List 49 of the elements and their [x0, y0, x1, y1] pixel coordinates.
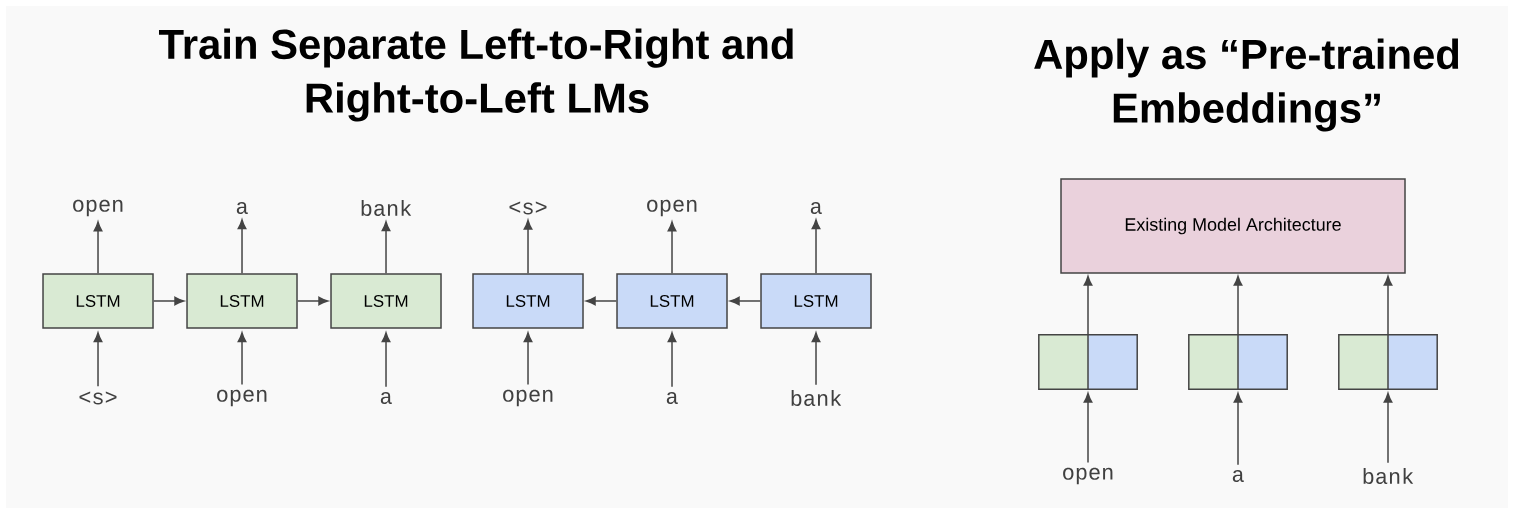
- word-label: a: [666, 392, 678, 404]
- embedding-box: [1188, 334, 1288, 390]
- heading: Train Separate Left-to-Right and Right-to-Left LMs: [159, 28, 793, 122]
- arrow: [1233, 275, 1243, 336]
- lstm-box: LSTM: [760, 273, 872, 329]
- lstm-box: LSTM: [42, 273, 154, 329]
- arrow: [381, 221, 391, 274]
- word-label: bank: [361, 199, 412, 217]
- arrow: [667, 221, 677, 274]
- model-box: Existing Model Architecture: [1060, 178, 1406, 274]
- arrow: [1383, 275, 1393, 336]
- embedding-box: [1338, 334, 1438, 390]
- arrow: [523, 219, 533, 274]
- arrow: [297, 296, 329, 306]
- arrow: [1383, 392, 1393, 464]
- arrow: [729, 296, 761, 306]
- word-label: <s>: [79, 391, 117, 405]
- arrow: [381, 332, 391, 388]
- word-label: open: [647, 199, 697, 217]
- arrow: [811, 332, 821, 386]
- word-label: open: [503, 389, 553, 407]
- word-label: a: [236, 202, 248, 214]
- arrow: [811, 219, 821, 274]
- arrow: [93, 221, 103, 274]
- word-label: bank: [1363, 467, 1414, 485]
- word-label: bank: [791, 389, 842, 407]
- arrow: [585, 296, 617, 306]
- arrow: [93, 332, 103, 388]
- word-label: a: [1232, 470, 1244, 482]
- word-label: a: [380, 392, 392, 404]
- embedding-box: [1038, 334, 1138, 390]
- lstm-box: LSTM: [472, 273, 584, 329]
- arrow: [667, 332, 677, 388]
- arrow: [1233, 392, 1243, 466]
- word-label: a: [810, 202, 822, 214]
- heading: Apply as “Pre-trained Embeddings”: [1034, 38, 1459, 132]
- word-label: open: [73, 199, 123, 217]
- word-label: open: [217, 389, 267, 407]
- lstm-box: LSTM: [186, 273, 298, 329]
- arrow: [237, 219, 247, 274]
- arrow: [237, 332, 247, 386]
- word-label: open: [1063, 467, 1113, 485]
- arrow: [153, 296, 185, 306]
- arrow: [523, 332, 533, 386]
- arrow: [1083, 392, 1093, 464]
- word-label: <s>: [509, 201, 547, 215]
- arrow: [1083, 275, 1093, 336]
- lstm-box: LSTM: [330, 273, 442, 329]
- lstm-box: LSTM: [616, 273, 728, 329]
